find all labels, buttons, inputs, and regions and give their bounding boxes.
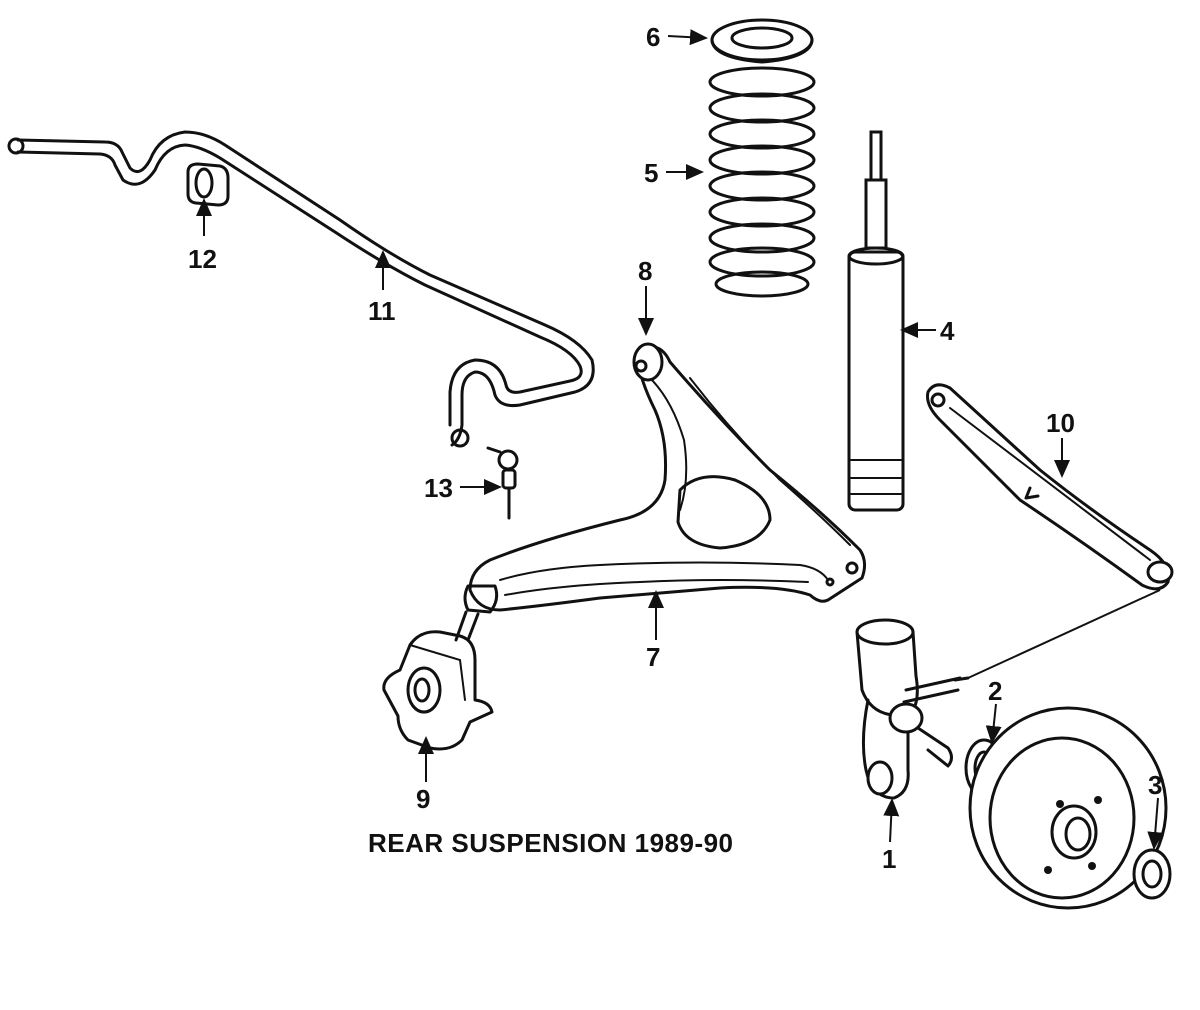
stabilizer-bar-part <box>7 130 595 448</box>
knuckle-part <box>855 618 970 800</box>
brake-drum-part <box>968 706 1168 910</box>
control-arm-bushing-part <box>382 630 494 751</box>
callout-1: 1 <box>882 844 896 874</box>
callout-12: 12 <box>188 244 217 274</box>
callout-11: 11 <box>368 296 396 326</box>
diagram-caption: REAR SUSPENSION 1989-90 <box>368 828 734 858</box>
stabilizer-link-part <box>486 446 519 520</box>
callout-8: 8 <box>638 256 652 286</box>
callout-6: 6 <box>646 22 660 52</box>
callout-2: 2 <box>988 676 1002 706</box>
stabilizer-bushing-part <box>186 162 230 207</box>
callout-5: 5 <box>644 158 658 188</box>
trailing-arm-part <box>926 383 1174 591</box>
callout-9: 9 <box>416 784 430 814</box>
spring-seat-part <box>710 18 814 64</box>
coil-spring-part <box>708 66 816 298</box>
shock-absorber-part <box>847 130 905 512</box>
callout-13: 13 <box>424 473 453 503</box>
callout-4: 4 <box>940 316 955 346</box>
grease-cap-part <box>1132 848 1172 900</box>
callout-3: 3 <box>1148 770 1162 800</box>
callout-7: 7 <box>646 642 660 672</box>
leader-lines <box>196 29 1164 850</box>
lower-control-arm-part <box>454 342 867 642</box>
callout-10: 10 <box>1046 408 1075 438</box>
